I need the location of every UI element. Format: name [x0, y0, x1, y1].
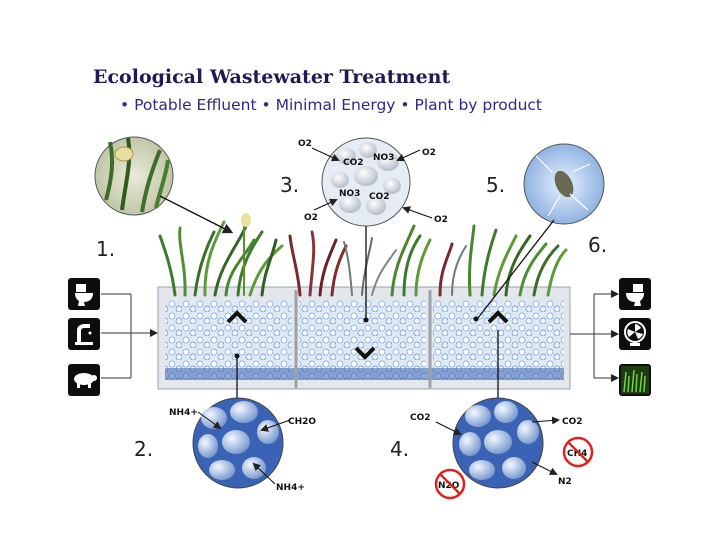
upflow-arrow-cell-1	[226, 310, 248, 324]
callout-3-label: O2	[304, 213, 318, 223]
callout-4-label: CO2	[410, 413, 431, 423]
cell-1-media	[165, 300, 292, 380]
input-lines	[101, 293, 158, 379]
plants-cell-2	[288, 224, 432, 297]
callout-3-label: NO3	[339, 189, 360, 199]
cell-2-media	[299, 300, 426, 380]
plants-cell-1	[158, 213, 284, 297]
toilet-icon	[68, 278, 100, 310]
plants-cell-3	[438, 224, 568, 297]
callout-2-label: NH4+	[276, 483, 305, 493]
step-number: 3.	[280, 173, 299, 197]
callout-4-label: N2O	[438, 481, 460, 491]
diagram-subtitle: • Potable Effluent • Minimal Energy • Pl…	[120, 96, 543, 114]
output-lines	[570, 290, 619, 382]
toilet-icon	[619, 278, 651, 310]
faucet-icon	[68, 318, 100, 350]
downflow-arrow-cell-2	[354, 346, 376, 360]
callout-4-media: CO2 CO2 CH4 N2O N2	[410, 330, 594, 500]
callout-1-plant	[94, 136, 234, 234]
callout-3-label: O2	[298, 139, 312, 149]
tank	[157, 286, 571, 390]
callout-4-label: CO2	[562, 417, 583, 427]
callout-3-label: CO2	[343, 158, 364, 168]
callout-5-organism	[473, 143, 605, 322]
callout-2-label: NH4+	[169, 408, 198, 418]
callout-2-media: NH4+ CH2O NH4+	[169, 353, 316, 493]
callout-3-media: O2 CO2 NO3 O2 NO3 CO2 O2 O2	[298, 137, 448, 323]
callout-3-label: NO3	[373, 153, 394, 163]
callout-4-label: CH4	[567, 449, 587, 459]
callout-3-label: CO2	[369, 192, 390, 202]
step-number: 6.	[588, 233, 607, 257]
grass-icon	[619, 364, 651, 396]
step-number: 2.	[134, 437, 153, 461]
step-number: 1.	[96, 237, 115, 261]
step-number: 5.	[486, 173, 505, 197]
upflow-arrow-cell-3	[487, 310, 509, 324]
step-number: 4.	[390, 437, 409, 461]
callout-3-label: O2	[434, 215, 448, 225]
callout-3-label: O2	[422, 148, 436, 158]
callout-4-label: N2	[558, 477, 572, 487]
diagram-title: Ecological Wastewater Treatment	[93, 66, 451, 88]
fan-icon	[619, 318, 651, 350]
pig-icon	[68, 364, 100, 396]
callout-2-label: CH2O	[288, 417, 316, 427]
